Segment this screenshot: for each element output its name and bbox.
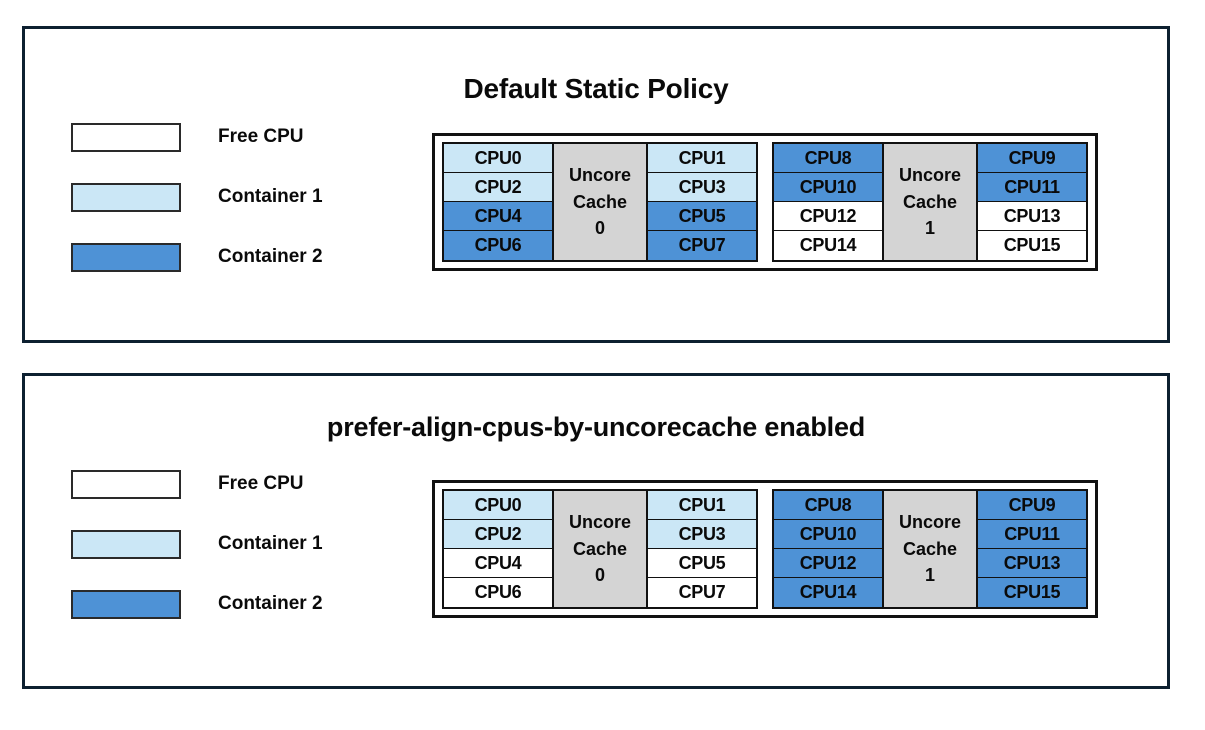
uncore-cache-label-0: Uncore Cache 0 bbox=[552, 144, 648, 260]
cache-group-0: CPU0 CPU2 CPU4 CPU6 Uncore Cache 0 CPU1 … bbox=[442, 489, 758, 609]
panel-default-static-policy: Default Static Policy Free CPU Container… bbox=[22, 26, 1170, 343]
cpu-cell: CPU8 bbox=[774, 491, 882, 520]
cpu-cell: CPU1 bbox=[648, 144, 756, 173]
uncore-cache-line-1: Uncore bbox=[568, 165, 631, 186]
cpu-cell: CPU4 bbox=[444, 549, 552, 578]
uncore-cache-line-2: Cache bbox=[902, 191, 958, 212]
cpu-column-left-cache-0: CPU0 CPU2 CPU4 CPU6 bbox=[444, 144, 552, 260]
legend-label-container-2: Container 2 bbox=[218, 593, 323, 614]
legend-label-container-1: Container 1 bbox=[218, 186, 323, 207]
cpu-column-left-cache-1: CPU8 CPU10 CPU12 CPU14 bbox=[774, 144, 882, 260]
cpu-topology-diagram: CPU0 CPU2 CPU4 CPU6 Uncore Cache 0 CPU1 … bbox=[432, 480, 1098, 618]
cpu-cell: CPU5 bbox=[648, 549, 756, 578]
cpu-cell: CPU3 bbox=[648, 173, 756, 202]
cpu-cell: CPU8 bbox=[774, 144, 882, 173]
cpu-cell: CPU11 bbox=[978, 173, 1086, 202]
cpu-cell: CPU13 bbox=[978, 549, 1086, 578]
cpu-cell: CPU5 bbox=[648, 202, 756, 231]
legend-swatch-container-2 bbox=[71, 242, 181, 272]
page-title: Default Static Policy bbox=[463, 73, 729, 104]
uncore-cache-line-2: Cache bbox=[902, 538, 958, 559]
uncore-cache-index: 1 bbox=[924, 218, 935, 239]
cpu-cell: CPU2 bbox=[444, 173, 552, 202]
uncore-cache-line-1: Uncore bbox=[568, 512, 631, 533]
cpu-cell: CPU13 bbox=[978, 202, 1086, 231]
cpu-cell: CPU4 bbox=[444, 202, 552, 231]
legend-item-free-cpu: Free CPU bbox=[71, 454, 323, 514]
uncore-cache-line-1: Uncore bbox=[898, 165, 961, 186]
legend-item-container-1: Container 1 bbox=[71, 167, 323, 227]
legend-swatch-free-cpu bbox=[71, 122, 181, 152]
uncore-cache-label-0: Uncore Cache 0 bbox=[552, 491, 648, 607]
cpu-cell: CPU1 bbox=[648, 491, 756, 520]
legend-label-container-1: Container 1 bbox=[218, 533, 323, 554]
cpu-cell: CPU12 bbox=[774, 202, 882, 231]
legend-item-container-2: Container 2 bbox=[71, 574, 323, 634]
cpu-cell: CPU14 bbox=[774, 578, 882, 607]
legend-item-free-cpu: Free CPU bbox=[71, 107, 323, 167]
cpu-cell: CPU15 bbox=[978, 231, 1086, 260]
legend-label-free-cpu: Free CPU bbox=[218, 473, 304, 494]
cpu-column-right-cache-0: CPU1 CPU3 CPU5 CPU7 bbox=[648, 144, 756, 260]
page-title: prefer-align-cpus-by-uncorecache enabled bbox=[326, 412, 866, 442]
cpu-cell: CPU0 bbox=[444, 491, 552, 520]
legend-label-container-2: Container 2 bbox=[218, 246, 323, 267]
legend-item-container-1: Container 1 bbox=[71, 514, 323, 574]
cpu-cell: CPU14 bbox=[774, 231, 882, 260]
uncore-cache-line-1: Uncore bbox=[898, 512, 961, 533]
legend-swatch-free-cpu bbox=[71, 469, 181, 499]
cpu-cell: CPU10 bbox=[774, 520, 882, 549]
uncore-cache-index: 0 bbox=[594, 218, 605, 239]
legend-default-static-policy: Free CPU Container 1 Container 2 bbox=[71, 107, 323, 287]
cpu-column-right-cache-1: CPU9 CPU11 CPU13 CPU15 bbox=[978, 491, 1086, 607]
uncore-cache-line-2: Cache bbox=[572, 191, 628, 212]
uncore-cache-line-2: Cache bbox=[572, 538, 628, 559]
legend-item-container-2: Container 2 bbox=[71, 227, 323, 287]
cpu-cell: CPU9 bbox=[978, 144, 1086, 173]
cache-group-1: CPU8 CPU10 CPU12 CPU14 Uncore Cache 1 CP… bbox=[772, 489, 1088, 609]
cache-group-1: CPU8 CPU10 CPU12 CPU14 Uncore Cache 1 CP… bbox=[772, 142, 1088, 262]
uncore-cache-label-1: Uncore Cache 1 bbox=[882, 491, 978, 607]
cpu-cell: CPU9 bbox=[978, 491, 1086, 520]
legend-swatch-container-1 bbox=[71, 182, 181, 212]
uncore-cache-label-1: Uncore Cache 1 bbox=[882, 144, 978, 260]
cpu-cell: CPU6 bbox=[444, 231, 552, 260]
cpu-cell: CPU15 bbox=[978, 578, 1086, 607]
cpu-cell: CPU0 bbox=[444, 144, 552, 173]
uncore-cache-index: 1 bbox=[924, 565, 935, 586]
cpu-topology-diagram: CPU0 CPU2 CPU4 CPU6 Uncore Cache 0 CPU1 … bbox=[432, 133, 1098, 271]
uncore-cache-index: 0 bbox=[594, 565, 605, 586]
cpu-cell: CPU11 bbox=[978, 520, 1086, 549]
cpu-cell: CPU2 bbox=[444, 520, 552, 549]
legend-prefer-align-cpus-by-uncorecache: Free CPU Container 1 Container 2 bbox=[71, 454, 323, 634]
legend-swatch-container-1 bbox=[71, 529, 181, 559]
cpu-cell: CPU10 bbox=[774, 173, 882, 202]
legend-label-free-cpu: Free CPU bbox=[218, 126, 304, 147]
cpu-column-right-cache-1: CPU9 CPU11 CPU13 CPU15 bbox=[978, 144, 1086, 260]
cpu-column-left-cache-0: CPU0 CPU2 CPU4 CPU6 bbox=[444, 491, 552, 607]
cpu-column-right-cache-0: CPU1 CPU3 CPU5 CPU7 bbox=[648, 491, 756, 607]
cpu-cell: CPU7 bbox=[648, 231, 756, 260]
cpu-cell: CPU7 bbox=[648, 578, 756, 607]
panel-prefer-align-cpus-by-uncorecache: prefer-align-cpus-by-uncorecache enabled… bbox=[22, 373, 1170, 689]
cache-group-0: CPU0 CPU2 CPU4 CPU6 Uncore Cache 0 CPU1 … bbox=[442, 142, 758, 262]
cpu-cell: CPU3 bbox=[648, 520, 756, 549]
cpu-cell: CPU12 bbox=[774, 549, 882, 578]
legend-swatch-container-2 bbox=[71, 589, 181, 619]
cpu-column-left-cache-1: CPU8 CPU10 CPU12 CPU14 bbox=[774, 491, 882, 607]
cpu-cell: CPU6 bbox=[444, 578, 552, 607]
